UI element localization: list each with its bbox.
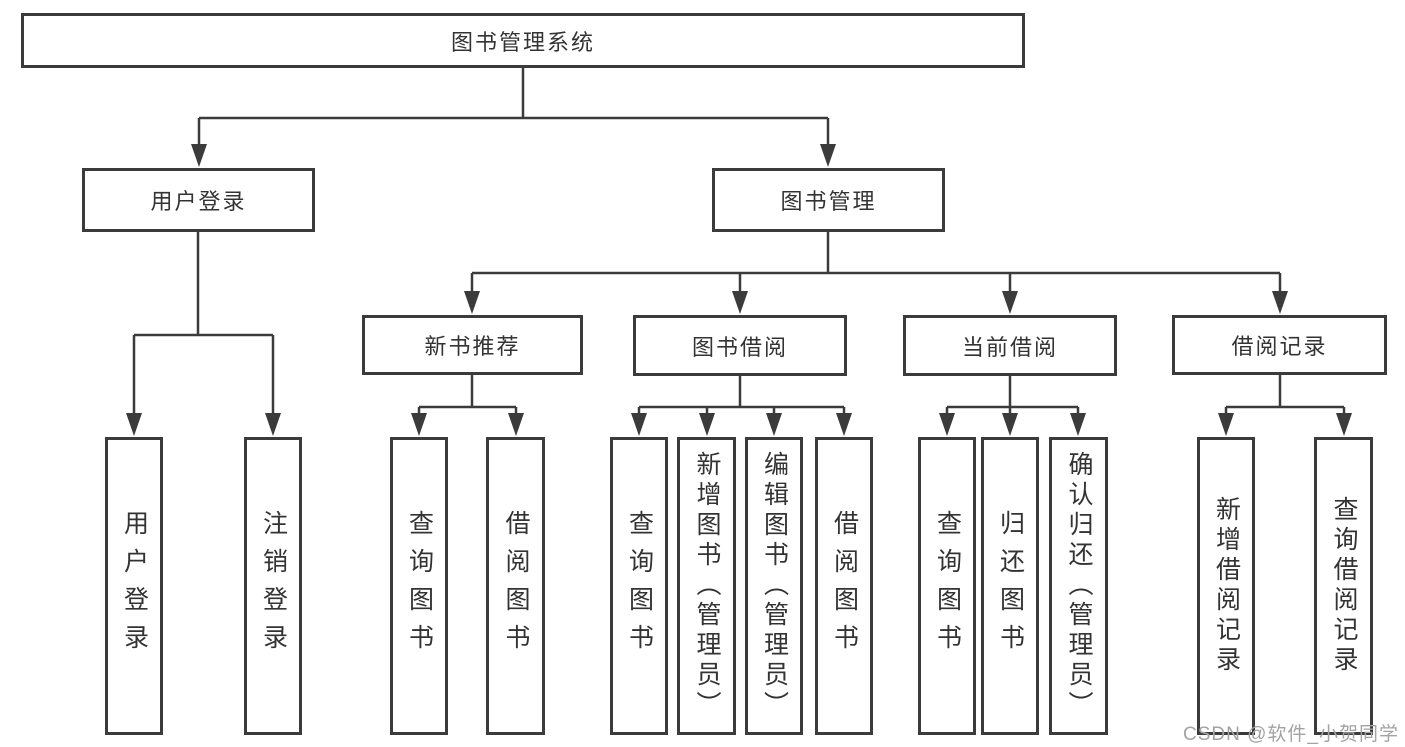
arrow-down-icon [265, 413, 281, 436]
arrow-down-icon [464, 291, 480, 314]
arrow-down-icon [939, 413, 955, 436]
node-user-login: 用户登录 [82, 168, 315, 232]
arrow-down-icon [411, 413, 427, 436]
arrow-down-icon [1002, 413, 1018, 436]
node-new-book-recommend: 新书推荐 [362, 315, 583, 375]
branch-book-management [470, 232, 1282, 293]
node-root-library-system: 图书管理系统 [21, 13, 1025, 68]
branch-user-login [132, 232, 275, 416]
arrow-down-icon [1336, 413, 1352, 436]
csdn-watermark: CSDN @软件_小贺同学 [1183, 724, 1399, 745]
arrow-down-icon [508, 413, 524, 436]
arrow-down-icon [732, 291, 748, 314]
branch-book-management-arrowheads [464, 291, 1288, 314]
node-borrowing-records: 借阅记录 [1172, 315, 1387, 375]
arrow-down-icon [766, 413, 782, 436]
arrow-down-icon [836, 413, 852, 436]
arrow-down-icon [820, 144, 836, 167]
branch-borrowing-records-arrowheads [1218, 413, 1352, 436]
branch-book-borrowing-arrowheads [631, 413, 852, 436]
branch-current-borrowing [945, 376, 1080, 416]
leaf-query-books-current: 查询图书 [918, 437, 976, 735]
leaf-query-books-recommend: 查询图书 [390, 437, 448, 735]
leaf-query-borrow-record: 查询借阅记录 [1314, 437, 1373, 735]
leaf-add-books-admin: 新增图书（管理员） [677, 437, 736, 735]
leaf-borrow-books-recommend: 借阅图书 [486, 437, 545, 735]
branch-current-borrowing-arrowheads [939, 413, 1086, 436]
arrow-down-icon [191, 144, 207, 167]
leaf-confirm-return-admin: 确认归还（管理员） [1049, 437, 1108, 735]
branch-borrowing-records [1224, 375, 1346, 416]
node-book-borrowing: 图书借阅 [633, 315, 847, 376]
arrow-down-icon [699, 413, 715, 436]
arrow-down-icon [1002, 291, 1018, 314]
leaf-logout: 注销登录 [244, 437, 302, 735]
arrow-down-icon [1070, 413, 1086, 436]
leaf-query-books-borrowing: 查询图书 [610, 437, 668, 735]
branch-book-borrowing [637, 376, 846, 416]
arrow-down-icon [631, 413, 647, 436]
branch-new-book-recommend-arrowheads [411, 413, 524, 436]
leaf-edit-books-admin: 编辑图书（管理员） [745, 437, 803, 735]
leaf-user-login: 用户登录 [105, 437, 163, 735]
arrow-down-icon [126, 413, 142, 436]
leaf-return-books: 归还图书 [981, 437, 1039, 735]
arrow-down-icon [1272, 291, 1288, 314]
branch-root [197, 68, 830, 148]
branch-root-arrowheads [191, 144, 836, 167]
arrow-down-icon [1218, 413, 1234, 436]
branch-user-login-arrowheads [126, 413, 281, 436]
branch-new-book-recommend [417, 375, 518, 416]
node-book-management: 图书管理 [712, 168, 945, 232]
leaf-borrow-books: 借阅图书 [815, 437, 873, 735]
node-current-borrowing: 当前借阅 [903, 315, 1117, 376]
leaf-add-borrow-record: 新增借阅记录 [1197, 437, 1255, 735]
